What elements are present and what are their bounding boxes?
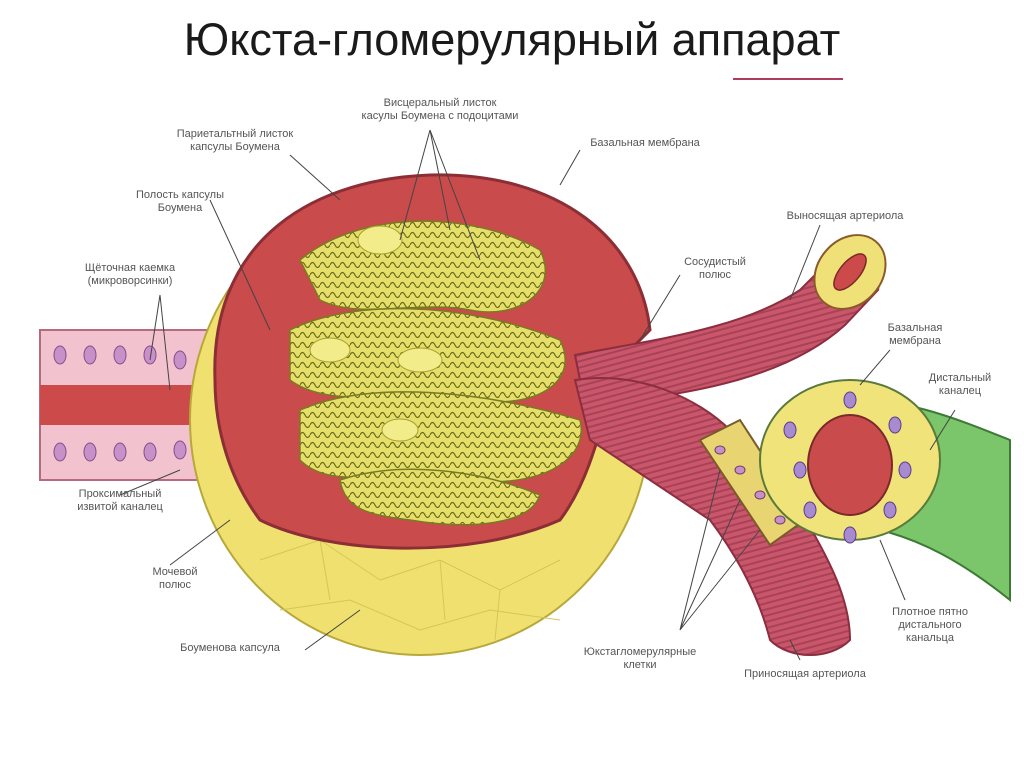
label-urinary-pole: Мочевой полюс [152,566,198,591]
label-efferent-arteriole: Выносящая артериола [786,210,904,222]
leader-lines [119,129,956,661]
label-distal-tubule: Дистальный каналец [928,372,992,397]
label-visceral-layer: Висцеральный листок касулы Боумена с под… [361,97,519,122]
title-accent-line [733,78,843,80]
label-jg-cells: Юкстагломерулярные клетки [583,646,697,671]
label-bowman-capsule: Боуменова капсула [180,642,280,654]
label-basal-membrane-right: Базальная мембрана [887,322,943,347]
label-proximal-tubule: Проксимальный извитой каналец [77,488,163,513]
page-title: Юкста-гломерулярный аппарат [183,14,841,65]
label-macula-densa: Плотное пятно дистального канальца [892,606,968,644]
label-afferent-arteriole: Приносящая артериола [744,668,866,680]
label-basal-membrane-top: Базальная мембрана [590,137,700,149]
glomerulus [289,220,582,526]
label-brush-border: Щёточная каемка (микроворсинки) [84,262,176,287]
afferent-arteriole [573,377,852,656]
label-vascular-pole: Сосудистый полюс [684,256,746,281]
label-capsule-cavity: Полость капсулы Боумена [136,189,224,214]
label-parietal-layer: Париетальтный листок капсулы Боумена [176,128,294,153]
capsule-cell-lines [259,539,561,641]
